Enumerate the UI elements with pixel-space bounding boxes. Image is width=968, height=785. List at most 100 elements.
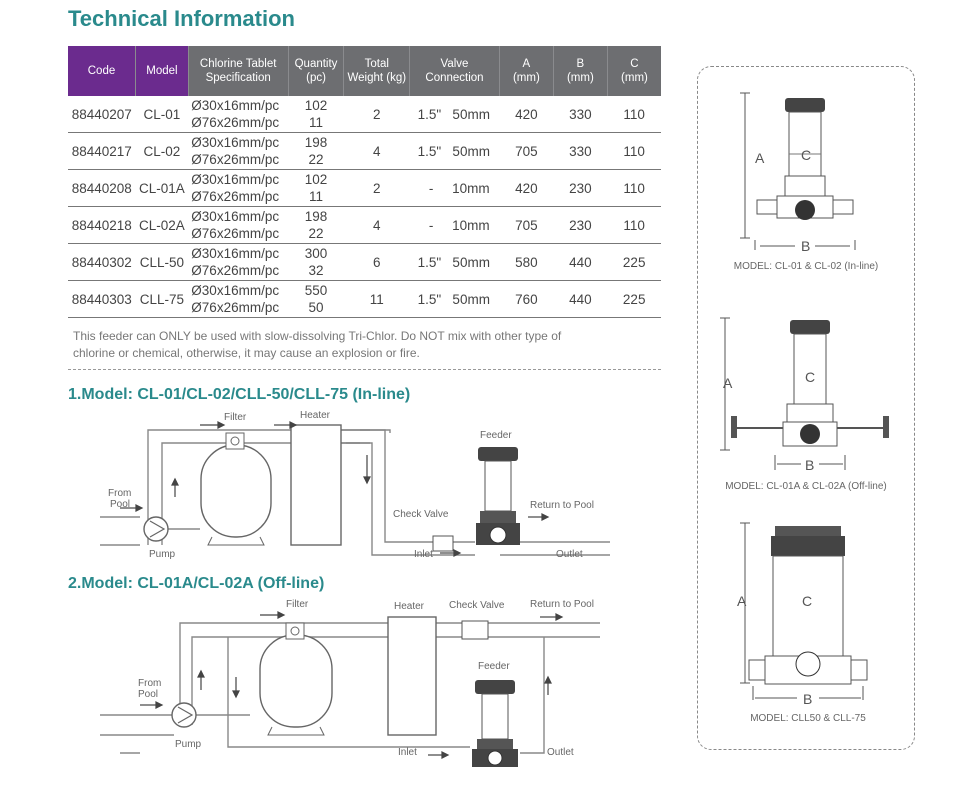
divider xyxy=(68,369,661,370)
cell-model: CL-02 xyxy=(135,132,189,170)
dim-b-label: B xyxy=(801,238,810,254)
cell-a: 705 xyxy=(499,206,554,244)
caption-model-1: MODEL: CL-01 & CL-02 (In-line) xyxy=(733,261,879,272)
pump-label-2: Pump xyxy=(175,739,202,750)
cell-b: 440 xyxy=(553,280,608,318)
svg-text:A: A xyxy=(723,375,733,391)
models-panel xyxy=(697,66,915,750)
cell-c: 110 xyxy=(607,96,661,133)
cell-b: 230 xyxy=(553,169,608,207)
col-quantity: Quantity(pc) xyxy=(288,46,345,96)
cell-valve: 1.5" 50mm xyxy=(409,96,500,133)
filter-label: Filter xyxy=(224,412,247,423)
cell-code: 88440217 xyxy=(68,132,136,170)
cell-model: CL-01 xyxy=(135,96,189,133)
feeder-icon xyxy=(476,447,520,545)
col-model: Model xyxy=(135,46,189,96)
dim-a-label: A xyxy=(755,150,765,166)
cell-model: CL-01A xyxy=(135,169,189,207)
heater-icon xyxy=(290,424,342,546)
check-valve-icon xyxy=(432,535,454,552)
page-title: Technical Information xyxy=(68,6,295,31)
from-label-2: From xyxy=(138,678,161,689)
cell-weight: 4 xyxy=(343,206,410,244)
section2-heading: 2.Model: CL-01A/CL-02A (Off-line) xyxy=(68,575,325,592)
cell-valve: - 10mm xyxy=(409,206,500,244)
dim-c-label: C xyxy=(801,147,811,163)
cell-valve: 1.5" 50mm xyxy=(409,280,500,318)
cell-a: 420 xyxy=(499,169,554,207)
svg-text:B: B xyxy=(805,457,814,473)
safety-note: This feeder can ONLY be used with slow-d… xyxy=(73,329,562,360)
offline-diagram: Filter Heater Check Valve Return to Pool… xyxy=(100,599,600,767)
model-cll-drawing: A C B xyxy=(737,522,868,707)
inline-diagram: Filter Heater Feeder From Pool Pump Chec… xyxy=(100,410,610,560)
feeder-label: Feeder xyxy=(480,430,512,441)
filter-icon xyxy=(200,432,272,546)
cell-valve: 1.5" 50mm xyxy=(409,132,500,170)
cell-model: CL-02A xyxy=(135,206,189,244)
model-cl01a-drawing: A C B xyxy=(720,317,889,473)
cell-c: 110 xyxy=(607,169,661,207)
filter-icon-2 xyxy=(259,622,333,736)
return-label: Return to Pool xyxy=(530,500,594,511)
cell-c: 110 xyxy=(607,206,661,244)
cell-a: 705 xyxy=(499,132,554,170)
cell-b: 330 xyxy=(553,132,608,170)
outlet-label: Outlet xyxy=(556,549,583,560)
svg-text:A: A xyxy=(737,593,747,609)
cell-weight: 2 xyxy=(343,169,410,207)
cell-code: 88440218 xyxy=(68,206,136,244)
cell-model: CLL-50 xyxy=(135,243,189,281)
cell-b: 330 xyxy=(553,96,608,133)
cell-model: CLL-75 xyxy=(135,280,189,318)
check-valve-label: Check Valve xyxy=(393,509,449,520)
cell-weight: 4 xyxy=(343,132,410,170)
cell-a: 420 xyxy=(499,96,554,133)
pump-icon-2 xyxy=(171,702,197,728)
feeder-label-2: Feeder xyxy=(478,661,510,672)
svg-text:B: B xyxy=(803,691,812,707)
cell-weight: 6 xyxy=(343,243,410,281)
return-label-2: Return to Pool xyxy=(530,599,594,610)
cell-valve: - 10mm xyxy=(409,169,500,207)
cell-weight: 11 xyxy=(343,280,410,318)
col-a: A(mm) xyxy=(499,46,554,96)
pool-label: Pool xyxy=(110,499,130,510)
model-cl01-drawing: A C B xyxy=(740,92,856,254)
cell-b: 440 xyxy=(553,243,608,281)
check-valve-label-2: Check Valve xyxy=(449,600,505,611)
heater-label: Heater xyxy=(300,410,331,421)
cell-code: 88440302 xyxy=(68,243,136,281)
feeder-icon-2 xyxy=(472,680,518,767)
check-valve-icon-2 xyxy=(461,620,489,640)
col-b: B(mm) xyxy=(553,46,608,96)
cell-code: 88440208 xyxy=(68,169,136,207)
inlet-label-2: Inlet xyxy=(398,747,417,758)
pump-icon xyxy=(143,516,169,542)
cell-b: 230 xyxy=(553,206,608,244)
pool-label-2: Pool xyxy=(138,689,158,700)
outlet-label-2: Outlet xyxy=(547,747,574,758)
caption-model-3: MODEL: CLL50 & CLL-75 xyxy=(750,713,866,724)
col-code: Code xyxy=(68,46,136,96)
heater-label-2: Heater xyxy=(394,601,425,612)
